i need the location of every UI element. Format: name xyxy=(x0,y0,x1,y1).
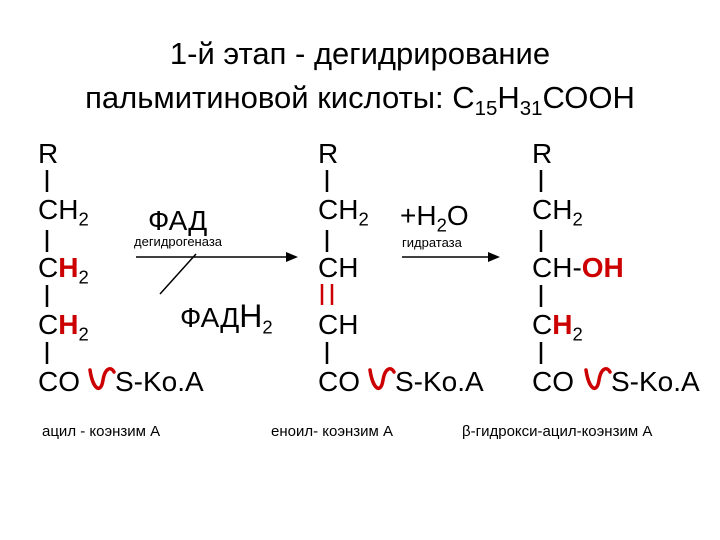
col2-ch-a: CH xyxy=(318,252,359,283)
arrow-dehydrogenase xyxy=(136,252,298,262)
col2-co: CO xyxy=(318,366,360,397)
col1-co: CO xyxy=(38,366,80,397)
label-fad: ФАД xyxy=(148,205,208,236)
label-fadh2: ФАДН2 xyxy=(180,298,273,338)
thioester-tilde-icon xyxy=(88,367,116,391)
col1-ch2-b: CH2 xyxy=(38,252,89,288)
thioester-tilde-icon xyxy=(584,367,612,391)
col3-r: R xyxy=(532,138,553,169)
col2-ch2: CH2 xyxy=(318,194,369,230)
arrow-hydratase xyxy=(402,252,500,262)
col2-r: R xyxy=(318,138,339,169)
col3-co: CO xyxy=(532,366,574,397)
label-water: +H2O xyxy=(400,200,469,236)
title-line-1: 1-й этап - дегидрирование xyxy=(169,36,551,71)
col2-ch-b: CH xyxy=(318,309,359,340)
col2-s-koa: S-Ko.A xyxy=(395,366,484,397)
thioester-tilde-icon xyxy=(368,367,396,391)
col3-s-koa: S-Ko.A xyxy=(611,366,700,397)
label-dehydrogenase: дегидрогеназа xyxy=(134,234,223,249)
label-hydratase: гидратаза xyxy=(402,235,462,250)
caption-enoyl-coa: еноил- коэнзим А xyxy=(271,423,394,440)
caption-hydroxyacyl-coa: β-гидрокси-ацил-коэнзим А xyxy=(462,423,653,440)
arrow-fad-to-fadh2 xyxy=(159,253,197,295)
col1-r: R xyxy=(38,138,59,169)
col3-ch-oh: CH-OH xyxy=(532,252,624,283)
col1-ch2-c: CH2 xyxy=(38,309,89,345)
col3-ch2-b: CH2 xyxy=(532,309,583,345)
col1-s-koa: S-Ko.A xyxy=(115,366,204,397)
col1-ch2-a: CH2 xyxy=(38,194,89,230)
title-line-2: пальмитиновой кислоты: С15Н31СООН xyxy=(85,80,635,121)
caption-acyl-coa: ацил - коэнзим А xyxy=(42,423,161,440)
double-bond xyxy=(320,284,334,305)
col3-ch2: CH2 xyxy=(532,194,583,230)
